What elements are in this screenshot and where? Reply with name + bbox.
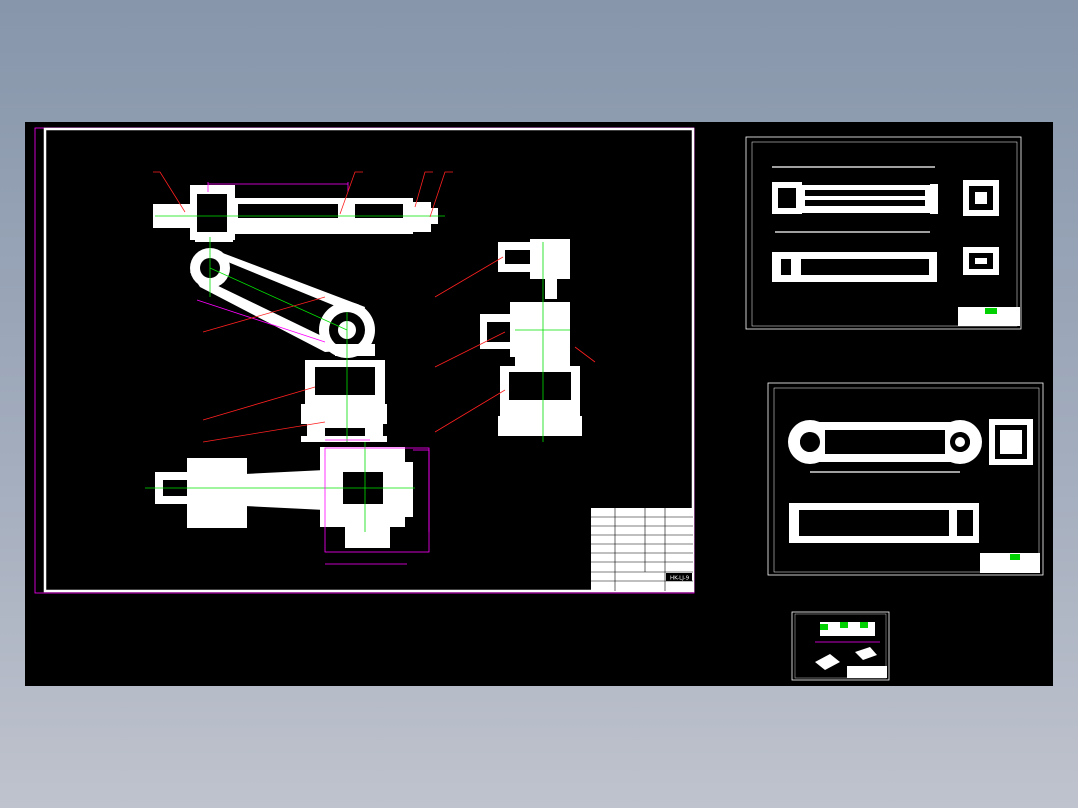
sheet-2-frame: [745, 136, 1022, 330]
part-sheet-3[interactable]: [767, 382, 1044, 576]
arm-front-view[interactable]: [153, 171, 453, 443]
main-drawing-sheet[interactable]: HK-LJ-9: [34, 127, 695, 594]
main-sheet-inner-frame: [43, 127, 695, 593]
cad-drawing-viewport[interactable]: HK-LJ-9: [25, 122, 1053, 686]
main-title-block[interactable]: HK-LJ-9: [591, 508, 693, 591]
sheet-3-frame: [767, 382, 1044, 576]
arm-plan-view[interactable]: [145, 442, 430, 565]
title-block-code: HK-LJ-9: [670, 576, 690, 582]
part-sheet-2[interactable]: [745, 136, 1022, 330]
title-block-code-cell: [666, 573, 692, 581]
sheet-4-frame: [791, 611, 890, 681]
part-sheet-4[interactable]: [791, 611, 890, 681]
cad-canvas[interactable]: HK-LJ-9: [25, 122, 1053, 686]
arm-side-view[interactable]: [434, 239, 596, 442]
